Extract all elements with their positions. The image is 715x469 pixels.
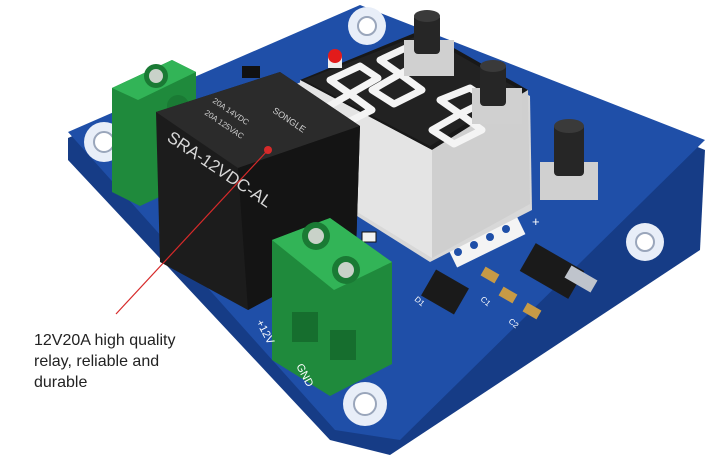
push-button-bottom <box>540 119 598 200</box>
diode-d1 <box>421 269 469 315</box>
label-plus: + <box>532 214 540 229</box>
regulator-tab <box>564 265 598 293</box>
mounting-hole-right <box>626 223 664 261</box>
smd-cap-c1 <box>480 266 500 284</box>
smd-resistor <box>361 231 377 243</box>
voltage-regulator <box>519 243 585 299</box>
screw-terminal-right <box>272 218 392 396</box>
header-pads <box>446 212 526 268</box>
mounting-hole-top <box>348 7 386 45</box>
smd-cap-c2 <box>498 286 518 304</box>
caption-line-1: 12V20A high quality <box>34 332 176 349</box>
relay-callout-caption: 12V20A high quality relay, reliable and … <box>34 330 234 393</box>
transistor-top <box>242 66 260 78</box>
caption-line-3: durable <box>34 374 88 391</box>
caption-line-2: relay, reliable and <box>34 353 160 370</box>
smd-cap-c3 <box>522 302 542 320</box>
mounting-hole-bottom <box>343 382 387 426</box>
callout-line <box>115 149 269 315</box>
push-button-top <box>404 10 454 76</box>
status-led <box>328 49 342 68</box>
push-button-middle <box>472 60 522 124</box>
